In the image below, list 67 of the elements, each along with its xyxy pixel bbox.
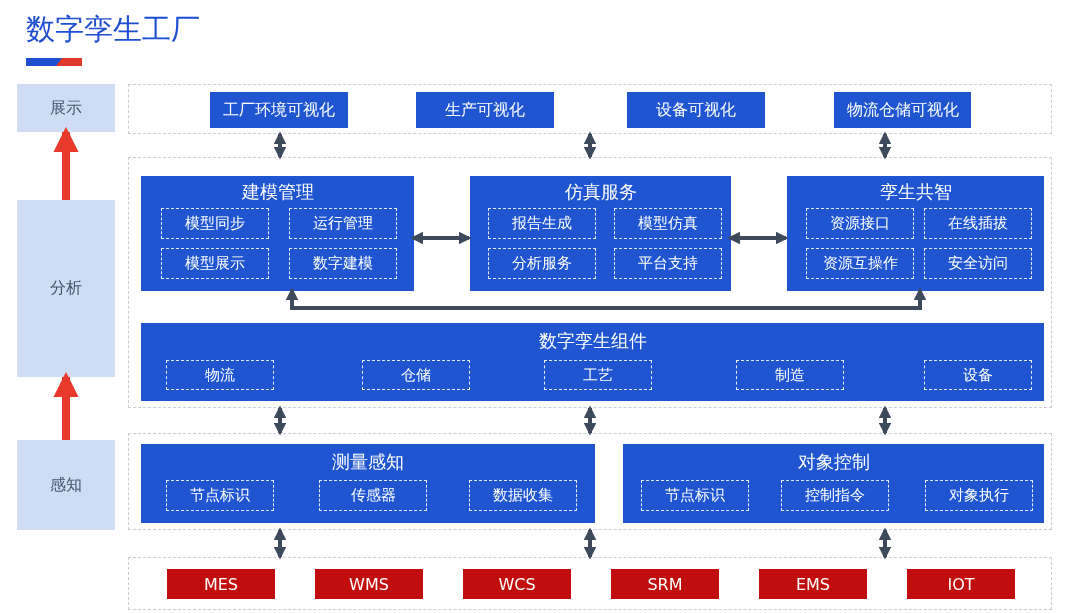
group-heading: 仿真服务 <box>563 180 638 204</box>
group-box <box>623 444 1044 523</box>
function-box: 工艺 <box>544 360 652 390</box>
panel-background <box>128 84 1052 134</box>
system-box: EMS <box>759 569 867 599</box>
arrow <box>273 527 287 560</box>
arrow <box>410 231 472 245</box>
system-box: WMS <box>315 569 423 599</box>
group-box <box>787 176 1044 291</box>
arrow <box>53 371 79 440</box>
system-box: WCS <box>463 569 571 599</box>
module-box: 物流仓储可视化 <box>834 92 971 128</box>
function-box: 报告生成 <box>488 208 596 239</box>
arrow <box>273 131 287 160</box>
function-box: 制造 <box>736 360 844 390</box>
system-box: IOT <box>907 569 1015 599</box>
function-box: 模型仿真 <box>614 208 722 239</box>
arrow <box>273 405 287 436</box>
function-box: 平台支持 <box>614 248 722 279</box>
function-box: 资源互操作 <box>806 248 914 279</box>
panel-background <box>128 157 1052 408</box>
layer-label: 感知 <box>17 440 115 530</box>
function-box: 对象执行 <box>925 480 1033 511</box>
function-box: 传感器 <box>319 480 427 511</box>
arrow <box>727 231 789 245</box>
function-box: 仓储 <box>362 360 470 390</box>
function-box: 安全访问 <box>924 248 1032 279</box>
system-box: MES <box>167 569 275 599</box>
group-heading: 建模管理 <box>240 180 315 204</box>
group-box <box>141 176 414 291</box>
group-heading: 数字孪生组件 <box>537 329 648 353</box>
function-box: 设备 <box>924 360 1032 390</box>
function-box: 资源接口 <box>806 208 914 239</box>
function-box: 节点标识 <box>641 480 749 511</box>
panel-background <box>128 433 1052 530</box>
arrow <box>583 527 597 560</box>
arrow <box>583 131 597 160</box>
function-box: 运行管理 <box>289 208 397 239</box>
function-box: 模型展示 <box>161 248 269 279</box>
group-box <box>141 444 595 523</box>
function-box: 数字建模 <box>289 248 397 279</box>
group-heading: 对象控制 <box>796 450 871 474</box>
function-box: 数据收集 <box>469 480 577 511</box>
function-box: 节点标识 <box>166 480 274 511</box>
system-box: SRM <box>611 569 719 599</box>
module-box: 生产可视化 <box>416 92 554 128</box>
arrow <box>878 405 892 436</box>
arrow <box>285 287 927 310</box>
page-title: 数字孪生工厂 <box>26 11 200 48</box>
arrow <box>878 131 892 160</box>
module-box: 设备可视化 <box>627 92 765 128</box>
function-box: 分析服务 <box>488 248 596 279</box>
function-box: 物流 <box>166 360 274 390</box>
group-heading: 孪生共智 <box>878 180 953 204</box>
function-box: 模型同步 <box>161 208 269 239</box>
group-box <box>470 176 731 291</box>
module-box: 工厂环境可视化 <box>210 92 348 128</box>
group-box <box>141 323 1044 401</box>
layer-label: 分析 <box>17 200 115 377</box>
arrow <box>878 527 892 560</box>
layer-label: 展示 <box>17 84 115 132</box>
arrow <box>53 126 79 200</box>
panel-background <box>128 557 1052 610</box>
arrow <box>583 405 597 436</box>
function-box: 控制指令 <box>781 480 889 511</box>
function-box: 在线插拔 <box>924 208 1032 239</box>
group-heading: 测量感知 <box>331 450 405 474</box>
